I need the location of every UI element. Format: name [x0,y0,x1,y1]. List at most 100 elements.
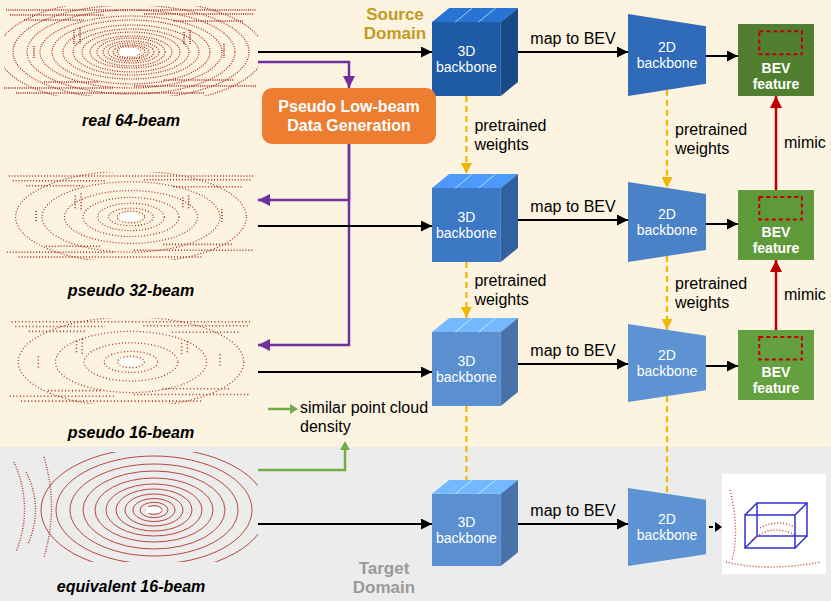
text-holder: 2D backbone [628,182,706,262]
text-holder: Pseudo Low-beam Data Generation [262,88,436,144]
backbone-2d-trapezoid: 2D backbone [628,14,706,96]
text-holder: BEV feature [738,221,814,260]
text-holder: real 64-beam [4,111,258,130]
text-holder: BEV feature [738,56,814,96]
connectors [258,52,776,524]
annotation-label: similar point cloud density [300,398,450,436]
art-detail [745,503,807,548]
flow-arrow [518,51,628,53]
block-front [432,188,501,262]
region-box [759,31,802,54]
block-front [432,332,501,406]
weight-transfer-arrow [465,406,467,480]
target-domain-ground [0,447,831,601]
dashed-arrowhead [715,522,722,532]
backbone-3d-block: 3D backbone [432,480,518,566]
detection-result [722,474,826,574]
backbone-2d-trapezoid: 2D backbone [628,182,706,262]
edge-label: pretrained weights [474,116,564,154]
point-cloud-image [14,448,267,572]
text-holder: 3D backbone [432,188,501,262]
process-label: Pseudo Low-beam Data Generation [270,97,428,135]
edge-label: map to BEV [530,341,615,360]
target-points [726,490,821,567]
backbone-label: 2D backbone [631,347,703,379]
edge-label: mimic [784,133,826,152]
text-holder: 3D backbone [432,332,501,406]
region-box [759,197,802,219]
mimic-arrow [775,96,778,190]
backbone-3d-block: 3D backbone [432,318,518,406]
edge-label: map to BEV [530,197,615,216]
edge-label: mimic [784,285,826,304]
trapezoid [628,324,706,402]
point-cloud-panel: pseudo 32-beam [4,172,258,300]
domain-title: Source Domain [345,6,445,43]
backbone-2d-trapezoid: 2D backbone [628,324,706,402]
trapezoid [628,14,706,96]
text-holder: 3D backbone [432,494,501,566]
point-cloud-panel: real 64-beam [4,6,258,130]
green-arrow [268,408,290,411]
weight-transfer-arrow [465,96,467,174]
flow-arrow [518,523,628,525]
weight-transfer-arrow [666,90,668,188]
source-domain-ground [0,0,831,447]
edge-label: pretrained weights [675,274,765,312]
text-holder: 2D backbone [628,14,706,96]
block-side [501,318,518,406]
layer-lines [455,8,495,22]
backbone-label: 3D backbone [434,514,499,546]
feature-map [738,24,814,96]
point-cloud-image [7,171,253,263]
flow-arrow [258,225,432,227]
flow-arrow [258,523,432,525]
image-caption: pseudo 16-beam [68,423,194,442]
feature-label: BEV feature [738,364,814,396]
green-leader [258,450,345,470]
trapezoid [628,182,706,262]
backbone-label: 2D backbone [631,511,703,543]
generation-arrow [258,144,349,200]
backbone-label: 2D backbone [631,206,703,238]
text-holder: pseudo 16-beam [4,423,258,442]
edge-label: map to BEV [530,29,615,48]
edge-label: pretrained weights [675,120,765,158]
text-holder: pseudo 32-beam [4,281,258,300]
backbone-label: 3D backbone [434,353,499,385]
text-holder: 3D backbone [432,22,501,96]
layer-lines [455,480,495,494]
text-holder: BEV feature [738,361,814,400]
flow-arrow [706,223,738,225]
bounding-box [745,503,807,548]
point-cloud-panel: pseudo 16-beam [4,316,258,442]
region-box [759,337,802,359]
domain-band: equivalent 16-beam 3D backbone 2D backbone… [0,447,831,601]
point-cloud-panel: equivalent 16-beam [4,452,258,596]
feature-label: BEV feature [738,60,814,92]
image-caption: pseudo 32-beam [68,281,194,300]
block-front [432,22,501,96]
green-arrowhead [290,404,298,414]
art-detail [745,515,795,548]
block-side [501,480,518,566]
backbone-label: 3D backbone [434,43,499,75]
domain-title: Target Domain [338,560,430,597]
edge-label: pretrained weights [474,271,564,309]
point-cloud-image [0,0,264,105]
process-box: Pseudo Low-beam Data Generation [262,88,436,144]
edge-label: map to BEV [530,501,615,520]
image-caption: real 64-beam [82,111,180,130]
image-caption: equivalent 16-beam [57,577,206,596]
block-side [501,174,518,262]
bev-feature-box: BEV feature [738,190,814,260]
backbone-label: 2D backbone [631,39,703,71]
text-holder: 2D backbone [628,488,706,566]
generation-arrow [258,144,349,345]
text-holder: Source Domain [345,6,445,43]
layer-lines [455,318,495,332]
text-holder: Target Domain [338,560,430,597]
art-detail [757,503,807,536]
bev-feature-box: BEV feature [738,330,814,400]
